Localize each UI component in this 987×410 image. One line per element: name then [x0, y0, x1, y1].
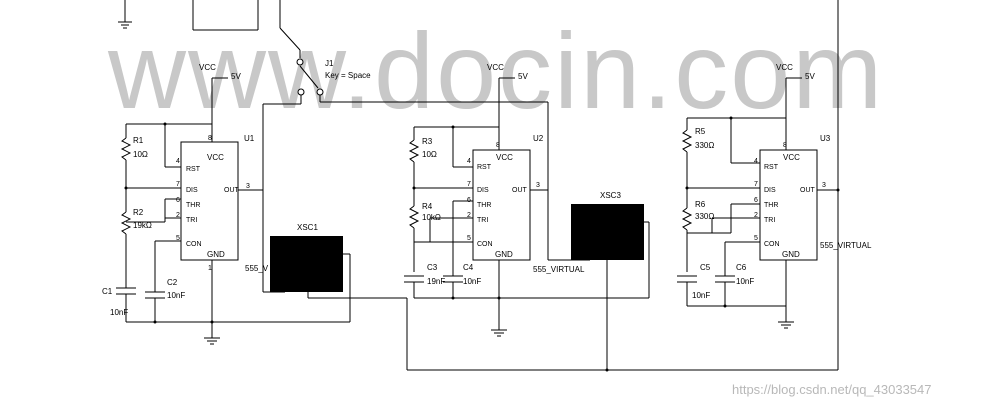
u1-type: 555_V	[245, 264, 269, 273]
stage-3: VCC 5V R5 330Ω R6 330Ω C5 10nF	[677, 63, 872, 329]
r1-value: 10Ω	[133, 150, 148, 159]
svg-text:GND: GND	[495, 250, 513, 259]
svg-text:6: 6	[754, 197, 758, 204]
chip-u3	[759, 149, 818, 261]
u1-ref: U1	[244, 134, 255, 143]
supply-1-value: 5V	[231, 72, 241, 81]
r2-value: 19kΩ	[133, 221, 152, 230]
svg-text:6: 6	[467, 197, 471, 204]
u2-type: 555_VIRTUAL	[533, 265, 585, 274]
svg-text:8: 8	[496, 142, 500, 149]
xsc1-ref: XSC1	[297, 223, 318, 232]
svg-text:CON: CON	[186, 241, 202, 248]
r4-ref: R4	[422, 202, 433, 211]
c6-ref: C6	[736, 263, 747, 272]
svg-text:VCC: VCC	[783, 153, 800, 162]
svg-text:2: 2	[754, 212, 758, 219]
c5-value: 10nF	[692, 291, 710, 300]
c5-ref: C5	[700, 263, 711, 272]
svg-text:OUT: OUT	[800, 187, 816, 194]
svg-text:VCC: VCC	[207, 153, 224, 162]
u3-ref: U3	[820, 134, 831, 143]
svg-text:RST: RST	[477, 164, 492, 171]
svg-text:RST: RST	[186, 166, 201, 173]
svg-text:6: 6	[176, 197, 180, 204]
scope-xsc1: XSC1	[270, 223, 838, 372]
svg-text:GND: GND	[782, 250, 800, 259]
stage-2: VCC 5V R3 10Ω R4 10kΩ C3 19nF	[404, 63, 649, 337]
svg-text:3: 3	[536, 182, 540, 189]
c3-value: 19nF	[427, 277, 445, 286]
svg-text:4: 4	[176, 158, 180, 165]
supply-2-name: VCC	[487, 63, 504, 72]
svg-text:8: 8	[208, 135, 212, 142]
u3-type: 555_VIRTUAL	[820, 241, 872, 250]
svg-text:THR: THR	[186, 202, 200, 209]
svg-text:DIS: DIS	[764, 187, 776, 194]
svg-text:CON: CON	[764, 241, 780, 248]
svg-text:4: 4	[754, 158, 758, 165]
switch-key: Key = Space	[325, 71, 371, 80]
switch-j1: J1 Key = Space	[263, 50, 548, 105]
svg-text:GND: GND	[207, 250, 225, 259]
r1-ref: R1	[133, 136, 144, 145]
svg-text:7: 7	[176, 181, 180, 188]
c3-ref: C3	[427, 263, 438, 272]
c2-ref: C2	[167, 278, 178, 287]
top-ground	[118, 0, 132, 29]
c1-value: 10nF	[110, 308, 128, 317]
svg-text:4: 4	[467, 158, 471, 165]
svg-text:3: 3	[822, 182, 826, 189]
c4-value: 10nF	[463, 277, 481, 286]
xsc3-ref: XSC3	[600, 191, 621, 200]
svg-text:OUT: OUT	[224, 187, 240, 194]
c2-value: 10nF	[167, 291, 185, 300]
chip-u1	[180, 141, 239, 261]
r3-value: 10Ω	[422, 150, 437, 159]
stage-1: VCC 5V R1 10Ω R2 19kΩ C1 10nF	[102, 63, 350, 345]
c6-value: 10nF	[736, 277, 754, 286]
svg-text:7: 7	[467, 181, 471, 188]
svg-text:5: 5	[754, 235, 758, 242]
scope-xsc3: XSC3	[571, 191, 650, 370]
svg-text:THR: THR	[477, 202, 491, 209]
c4-ref: C4	[463, 263, 474, 272]
supply-3-name: VCC	[776, 63, 793, 72]
svg-text:OUT: OUT	[512, 187, 528, 194]
svg-text:RST: RST	[764, 164, 779, 171]
r5-ref: R5	[695, 127, 706, 136]
supply-2-value: 5V	[518, 72, 528, 81]
svg-text:TRI: TRI	[764, 217, 775, 224]
chip-u2	[472, 149, 531, 261]
r6-value: 330Ω	[695, 212, 714, 221]
svg-text:DIS: DIS	[477, 187, 489, 194]
supply-3-value: 5V	[805, 72, 815, 81]
svg-text:2: 2	[176, 212, 180, 219]
svg-text:VCC: VCC	[496, 153, 513, 162]
svg-text:3: 3	[246, 183, 250, 190]
r5-value: 330Ω	[695, 141, 714, 150]
credit-text: https://blog.csdn.net/qq_43033547	[732, 382, 932, 397]
r6-ref: R6	[695, 200, 706, 209]
svg-text:5: 5	[176, 235, 180, 242]
svg-text:2: 2	[467, 212, 471, 219]
svg-text:TRI: TRI	[186, 217, 197, 224]
svg-text:1: 1	[208, 265, 212, 272]
r2-ref: R2	[133, 208, 144, 217]
r3-ref: R3	[422, 137, 433, 146]
svg-text:THR: THR	[764, 202, 778, 209]
supply-1-name: VCC	[199, 63, 216, 72]
svg-text:DIS: DIS	[186, 187, 198, 194]
svg-text:7: 7	[754, 181, 758, 188]
u2-ref: U2	[533, 134, 544, 143]
svg-text:8: 8	[783, 142, 787, 149]
svg-text:TRI: TRI	[477, 217, 488, 224]
svg-text:CON: CON	[477, 241, 493, 248]
c1-ref: C1	[102, 287, 113, 296]
svg-text:5: 5	[467, 235, 471, 242]
switch-ref: J1	[325, 59, 334, 68]
